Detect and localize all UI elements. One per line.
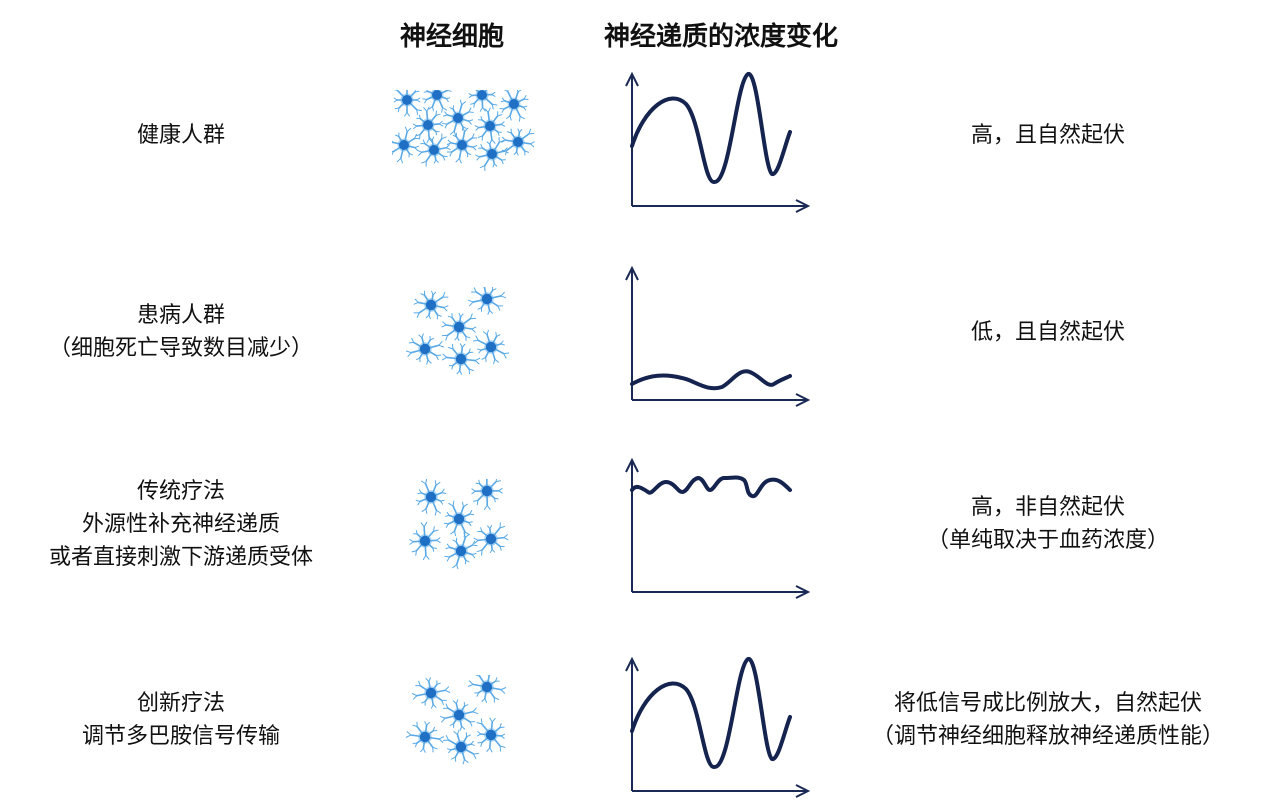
desc-line: 低，且自然起伏 xyxy=(970,319,1125,345)
concentration-curve xyxy=(630,656,792,769)
label-line: 创新疗法 xyxy=(136,691,225,716)
neuron-cell xyxy=(475,137,509,171)
neuron-cell xyxy=(439,699,479,731)
concentration-chart xyxy=(625,71,811,213)
desc-line: （调节神经细胞释放神经递质性能） xyxy=(871,724,1224,749)
neuron-cluster xyxy=(405,287,510,375)
label-line: 或者直接刺激下游递质受体 xyxy=(48,544,313,570)
neuron-cell xyxy=(409,521,441,561)
neuron-cluster xyxy=(405,675,507,765)
row-label: 患病人群 （细胞死亡导致数目减少） xyxy=(0,292,362,372)
desc-line: （单纯取决于血药浓度） xyxy=(926,528,1169,553)
neurons-column-header: 神经细胞 xyxy=(400,22,505,52)
row-traditional-therapy: 传统疗法 外源性补充神经递质 或者直接刺激下游递质受体 高，非自然起伏 （单纯取… xyxy=(0,424,1269,614)
label-line: 传统疗法 xyxy=(136,478,225,504)
chart-axes xyxy=(625,457,811,599)
neuron-cell xyxy=(501,128,535,156)
concentration-curve xyxy=(630,475,792,499)
neuron-cell xyxy=(393,90,422,117)
label-line: （细胞死亡导致数目减少） xyxy=(48,336,313,361)
neuron-cell xyxy=(441,343,481,375)
neuron-cell xyxy=(444,532,478,569)
chart-axes xyxy=(625,71,811,213)
neuron-cell xyxy=(417,133,451,167)
neuron-cell xyxy=(467,675,507,703)
neuron-cell xyxy=(392,126,420,164)
neuron-cell xyxy=(474,107,506,145)
neuron-cluster xyxy=(392,90,535,171)
concentration-curve xyxy=(630,369,792,391)
row-label: 创新疗法 调节多巴胺信号传输 xyxy=(0,680,362,760)
chart-axes xyxy=(625,265,811,407)
neuron-cell xyxy=(471,479,503,510)
concentration-chart xyxy=(625,265,811,407)
row-description: 高，非自然起伏 （单纯取决于血药浓度） xyxy=(838,484,1258,564)
neuron-cell xyxy=(443,500,475,538)
row-healthy: 健康人群 高，且自然起伏 xyxy=(0,40,1269,230)
desc-line: 高，非自然起伏 xyxy=(970,495,1125,520)
neuron-cell xyxy=(443,729,479,765)
neuron-cell xyxy=(442,99,474,137)
neuron-cell xyxy=(499,90,529,122)
neuron-cell xyxy=(473,522,509,556)
neuron-cell xyxy=(468,90,498,112)
neuron-cell xyxy=(415,479,447,516)
concentration-curve xyxy=(630,71,792,184)
concentration-chart xyxy=(625,656,811,798)
neuron-cell xyxy=(405,333,445,365)
neuron-cell xyxy=(412,106,444,144)
row-description: 低，且自然起伏 xyxy=(838,292,1258,372)
label-line: 健康人群 xyxy=(136,122,225,148)
neuron-cell xyxy=(476,717,506,753)
neuron-cell xyxy=(441,312,477,342)
concentration-column-header: 神经递质的浓度变化 xyxy=(604,22,839,52)
row-description: 高，且自然起伏 xyxy=(838,95,1258,175)
neuron-cell xyxy=(405,721,445,753)
neuron-cell xyxy=(446,126,478,164)
row-label: 健康人群 xyxy=(0,95,362,175)
neuron-cell xyxy=(422,90,452,113)
neuron-cell xyxy=(413,290,449,320)
row-patient: 患病人群 （细胞死亡导致数目减少） 低，且自然起伏 xyxy=(0,232,1269,422)
row-label: 传统疗法 外源性补充神经递质 或者直接刺激下游递质受体 xyxy=(0,469,362,579)
desc-line: 将低信号成比例放大，自然起伏 xyxy=(893,691,1202,716)
label-line: 外源性补充神经递质 xyxy=(81,511,280,537)
chart-axes xyxy=(625,656,811,798)
row-innovative-therapy: 创新疗法 调节多巴胺信号传输 将低信号成比例放大，自然起伏 （调节神经细胞释放神… xyxy=(0,615,1269,805)
neuron-cell xyxy=(472,329,510,365)
label-line: 调节多巴胺信号传输 xyxy=(81,724,280,749)
desc-line: 高，且自然起伏 xyxy=(970,122,1125,148)
label-line: 患病人群 xyxy=(136,303,225,328)
row-description: 将低信号成比例放大，自然起伏 （调节神经细胞释放神经递质性能） xyxy=(838,680,1258,760)
neuron-cell xyxy=(467,287,507,315)
neuron-cluster xyxy=(409,479,509,569)
concentration-chart xyxy=(625,457,811,599)
neuron-cell xyxy=(411,677,451,709)
